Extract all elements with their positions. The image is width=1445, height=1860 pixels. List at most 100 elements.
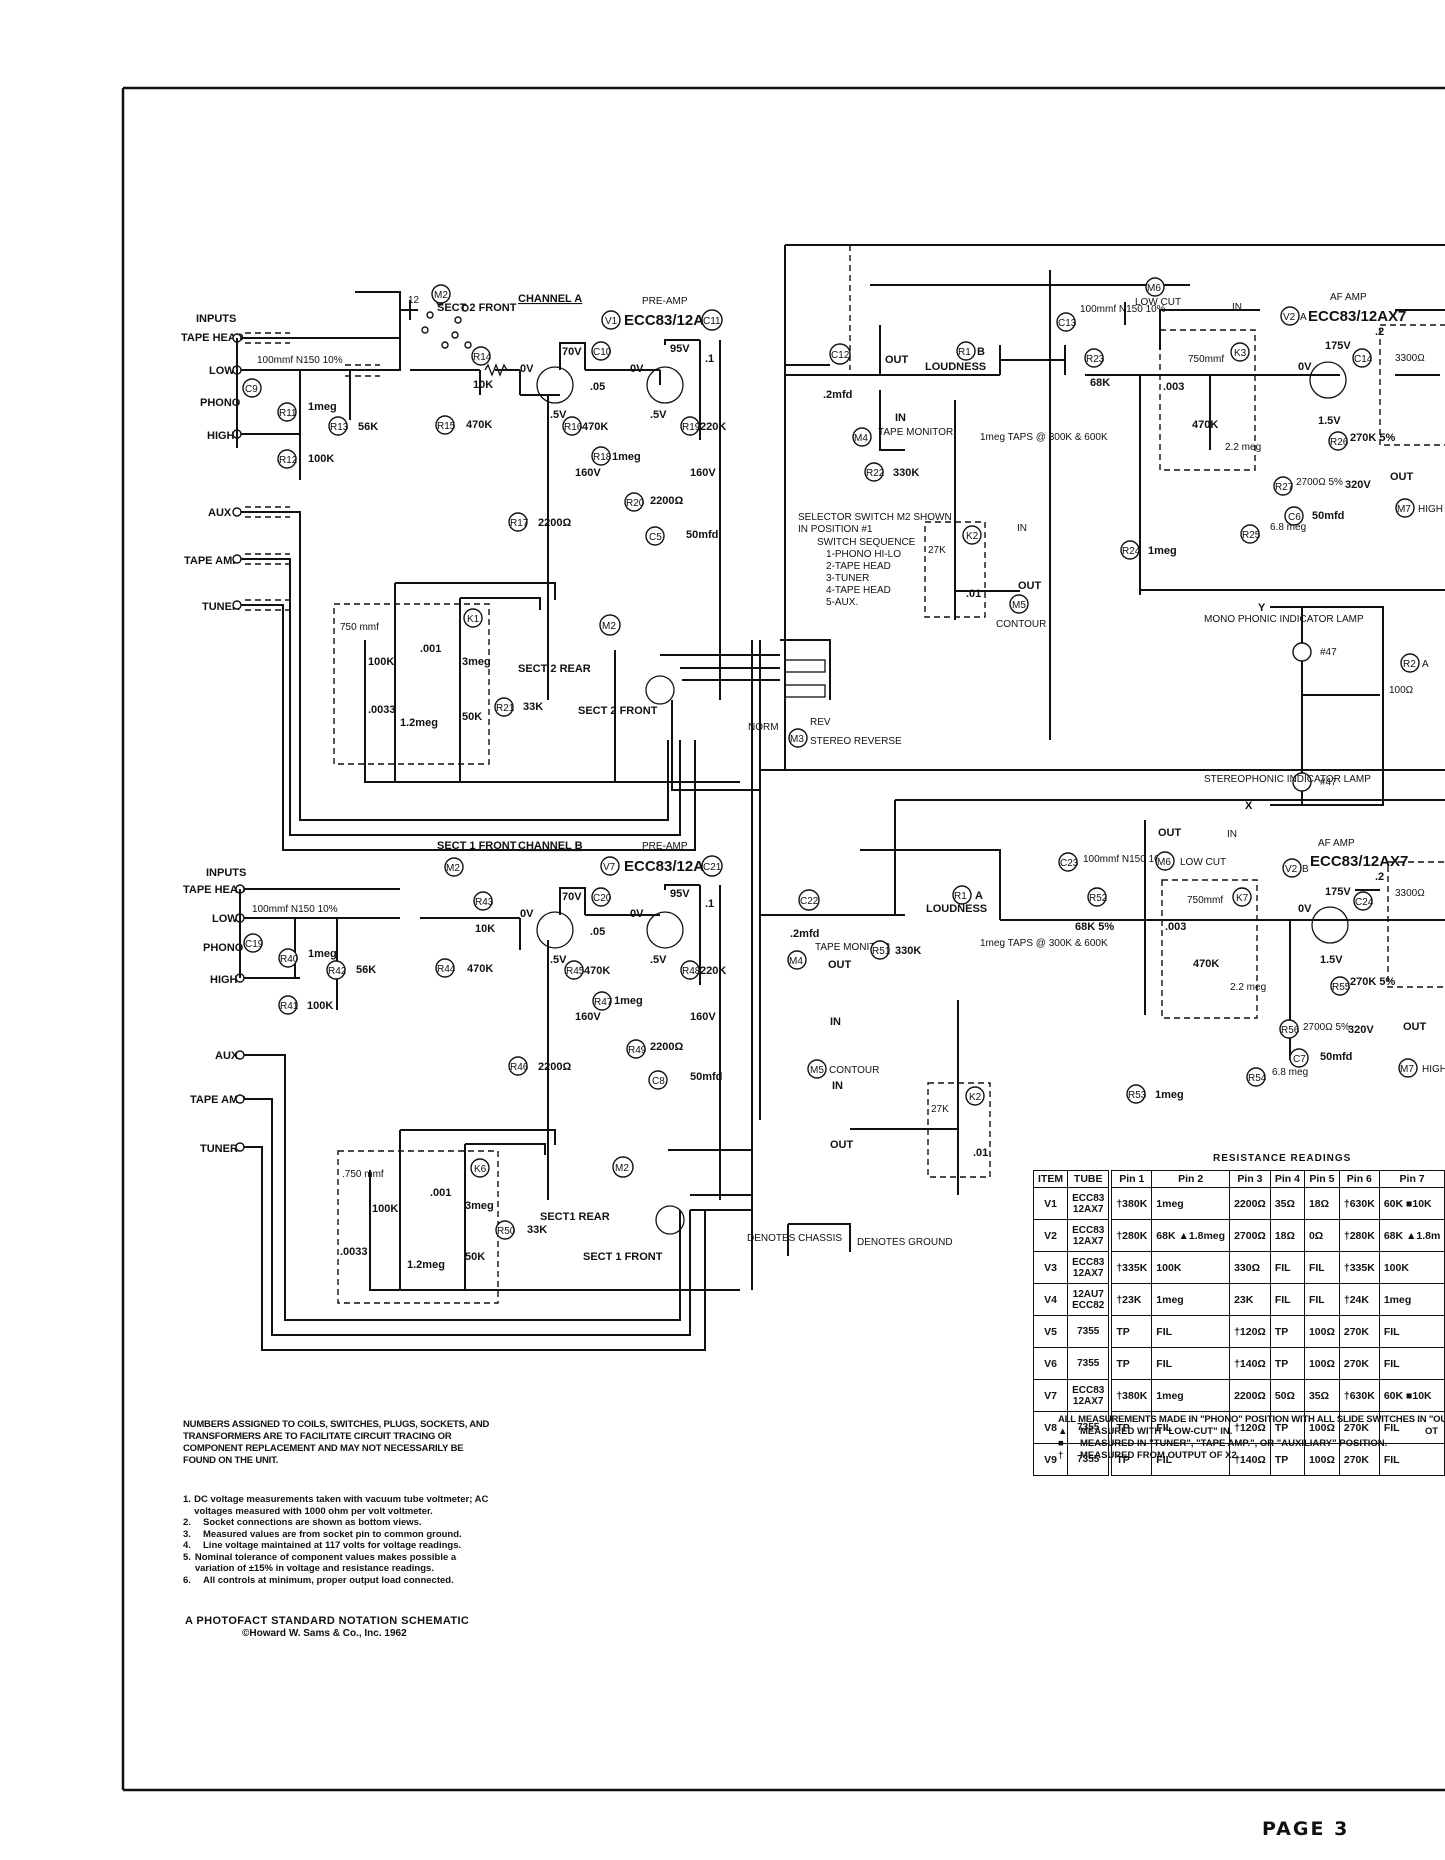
legend-item: †MEASURED FROM OUTPUT OF X2. bbox=[1058, 1450, 1387, 1462]
svg-text:R26: R26 bbox=[1330, 437, 1349, 448]
note-item: 4.Line voltage maintained at 117 volts f… bbox=[183, 1540, 493, 1552]
svg-text:AF AMP: AF AMP bbox=[1318, 838, 1355, 849]
svg-text:330K: 330K bbox=[895, 945, 921, 957]
indicator-lamps: Y X #47 #47 MONO PHONIC INDICATOR LAMP S… bbox=[1204, 602, 1429, 812]
svg-text:R27: R27 bbox=[1275, 482, 1294, 493]
svg-text:LOW CUT: LOW CUT bbox=[1135, 297, 1181, 308]
pin-cell: †380K bbox=[1109, 1379, 1153, 1412]
svg-text:B: B bbox=[977, 346, 985, 358]
legend-symbol: ▲ bbox=[1058, 1426, 1068, 1437]
svg-text:3meg: 3meg bbox=[465, 1200, 494, 1212]
svg-text:R24: R24 bbox=[1122, 546, 1141, 557]
svg-text:M2: M2 bbox=[602, 621, 616, 632]
contour-b-and-legend: M5 CONTOUR IN OUT 27K .01 K2 DENOTES CHA… bbox=[747, 1000, 991, 1256]
svg-text:27K: 27K bbox=[928, 545, 946, 556]
svg-text:R1: R1 bbox=[954, 891, 967, 902]
svg-text:2200Ω: 2200Ω bbox=[538, 517, 571, 529]
svg-text:320V: 320V bbox=[1348, 1024, 1374, 1036]
svg-text:M6: M6 bbox=[1147, 283, 1161, 294]
svg-text:IN: IN bbox=[895, 412, 906, 424]
svg-text:M4: M4 bbox=[854, 433, 868, 444]
svg-text:AUX: AUX bbox=[215, 1050, 239, 1062]
svg-text:IN: IN bbox=[832, 1080, 843, 1092]
svg-text:A: A bbox=[975, 890, 983, 902]
svg-text:100mmf N150 10%: 100mmf N150 10% bbox=[1083, 854, 1169, 865]
svg-text:K2: K2 bbox=[969, 1092, 982, 1103]
v7-preamp-stage: PRE-AMP V7 ECC83/12AX7 C21 70V 0V .5V 95… bbox=[508, 841, 726, 1200]
svg-text:R46: R46 bbox=[510, 1062, 529, 1073]
copyright: ©Howard W. Sams & Co., Inc. 1962 bbox=[242, 1628, 407, 1639]
k6-tone-network: .750 mmf 100K .0033 1.2meg .001 3meg 50K… bbox=[337, 640, 753, 1304]
svg-text:C6: C6 bbox=[1288, 512, 1301, 523]
svg-text:INPUTS: INPUTS bbox=[206, 867, 246, 879]
page-label: PAGE 3 bbox=[1262, 1818, 1350, 1840]
r15-value: 470K bbox=[466, 419, 492, 431]
pin-cell: TP bbox=[1269, 1443, 1305, 1476]
pin-cell: †140Ω bbox=[1229, 1443, 1271, 1476]
pin-cell: 2200Ω bbox=[1229, 1379, 1271, 1412]
svg-text:0V: 0V bbox=[1298, 361, 1312, 373]
svg-text:C21: C21 bbox=[703, 862, 722, 873]
svg-text:R48: R48 bbox=[682, 966, 701, 977]
svg-text:R47: R47 bbox=[594, 997, 613, 1008]
svg-text:R1: R1 bbox=[958, 347, 971, 358]
svg-text:OUT: OUT bbox=[1158, 827, 1182, 839]
svg-text:1-PHONO HI-LO: 1-PHONO HI-LO bbox=[826, 549, 901, 560]
svg-text:95V: 95V bbox=[670, 888, 690, 900]
m2-ref-circle bbox=[431, 284, 451, 304]
svg-text:2200Ω: 2200Ω bbox=[538, 1061, 571, 1073]
svg-text:100K: 100K bbox=[372, 1203, 398, 1215]
svg-text:175V: 175V bbox=[1325, 886, 1351, 898]
svg-text:R2: R2 bbox=[1403, 659, 1416, 670]
pin-cell: FIL bbox=[1378, 1411, 1445, 1444]
svg-text:2200Ω: 2200Ω bbox=[650, 495, 683, 507]
af-section-a: C12 .2mfd OUT IN M4 TAPE MONITOR R1 B LO… bbox=[785, 277, 1445, 595]
v2a-tube-type: ECC83/12AX7 bbox=[1308, 308, 1406, 325]
pin-cell: †120Ω bbox=[1229, 1315, 1271, 1348]
svg-text:.5V: .5V bbox=[550, 409, 567, 421]
svg-text:470K: 470K bbox=[584, 965, 610, 977]
svg-text:3-TUNER: 3-TUNER bbox=[826, 573, 869, 584]
svg-text:3300Ω: 3300Ω bbox=[1395, 888, 1425, 899]
svg-text:TAPE MONITOR: TAPE MONITOR bbox=[815, 942, 890, 953]
svg-text:HIGH: HIGH bbox=[1418, 504, 1443, 515]
svg-text:4-TAPE HEAD: 4-TAPE HEAD bbox=[826, 585, 891, 596]
svg-text:56K: 56K bbox=[358, 421, 378, 433]
pin-cell: 100Ω bbox=[1303, 1315, 1340, 1348]
svg-text:C12: C12 bbox=[831, 350, 850, 361]
column-header: Pin 2 bbox=[1151, 1170, 1231, 1188]
svg-text:K7: K7 bbox=[1236, 893, 1249, 904]
svg-text:M5: M5 bbox=[1012, 600, 1026, 611]
svg-text:.5V: .5V bbox=[550, 954, 567, 966]
svg-text:R12: R12 bbox=[279, 455, 298, 466]
note-item: 5.Nominal tolerance of component values … bbox=[183, 1552, 493, 1575]
jack-icon bbox=[235, 1050, 245, 1060]
svg-text:R43: R43 bbox=[475, 897, 494, 908]
switch-label-sect2-front: SECT 2 FRONT bbox=[437, 302, 517, 314]
channel-a-input-section: INPUTS TAPE HEAD LOW PHONO HIGH AUX TAPE… bbox=[181, 284, 696, 851]
svg-text:.5V: .5V bbox=[650, 954, 667, 966]
svg-text:R54: R54 bbox=[1248, 1073, 1267, 1084]
svg-text:SWITCH SEQUENCE: SWITCH SEQUENCE bbox=[817, 537, 916, 548]
notes-list: 1.DC voltage measurements taken with vac… bbox=[183, 1494, 493, 1586]
note-text: DC voltage measurements taken with vacuu… bbox=[194, 1494, 489, 1517]
column-header: ITEM bbox=[1032, 1170, 1069, 1188]
pin-cell: †630K bbox=[1338, 1187, 1380, 1220]
v7-tube-type: ECC83/12AX7 bbox=[624, 858, 722, 875]
pin-cell: FIL bbox=[1303, 1283, 1340, 1316]
svg-text:M3: M3 bbox=[790, 734, 804, 745]
svg-text:160V: 160V bbox=[690, 1011, 716, 1023]
pin-cell: 2200Ω bbox=[1229, 1187, 1271, 1220]
pin-cell: 18Ω bbox=[1269, 1219, 1305, 1252]
pin-cell: 100Ω bbox=[1303, 1411, 1340, 1444]
svg-text:0V: 0V bbox=[630, 908, 644, 920]
svg-text:C13: C13 bbox=[1058, 318, 1077, 329]
pin-cell: TP bbox=[1269, 1347, 1305, 1380]
jack-label-tuner-a: TUNER bbox=[202, 601, 240, 613]
jack-label-high-a: HIGH bbox=[207, 430, 235, 442]
svg-text:50K: 50K bbox=[462, 711, 482, 723]
note-number: 5. bbox=[183, 1551, 191, 1563]
